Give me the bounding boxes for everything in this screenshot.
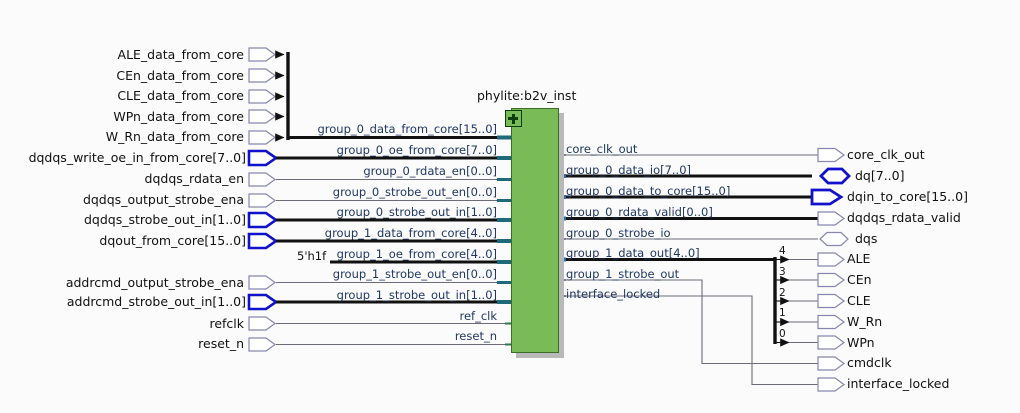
block-input-pin-label: group_1_oe_from_core[4..0]: [336, 247, 497, 261]
bus-tap-index: 2: [779, 287, 786, 299]
input-port-label: dqdqs_strobe_out_in[1..0]: [83, 212, 246, 227]
input-port-label: CEn_data_from_core: [116, 68, 244, 83]
block-input-pin-label: reset_n: [454, 329, 497, 343]
block-phylite-b2v-inst[interactable]: [511, 108, 559, 353]
block-input-pin-label: group_0_strobe_out_in[1..0]: [336, 205, 497, 219]
block-output-pin-label: core_clk_out: [566, 142, 638, 156]
block-input-pin-label: ref_clk: [459, 309, 497, 323]
block-input-pin-label: group_0_oe_from_core[7..0]: [336, 143, 497, 157]
block-output-pin-label: group_0_data_to_core[15..0]: [566, 184, 731, 198]
input-port-label: dqout_from_core[15..0]: [99, 233, 246, 248]
input-port-label: ALE_data_from_core: [117, 47, 244, 62]
block-output-pin-label: group_1_data_out[4..0]: [566, 246, 700, 260]
block-input-pin-label: group_0_strobe_out_en[0..0]: [332, 185, 497, 199]
output-port-label: ALE: [847, 251, 871, 266]
block-output-pin-label: group_0_rdata_valid[0..0]: [566, 205, 713, 219]
output-port-label: core_clk_out: [847, 147, 925, 162]
block-title: phylite:b2v_inst: [477, 88, 577, 103]
output-port-label: dqin_to_core[15..0]: [847, 189, 968, 204]
block-input-pin-label: group_1_strobe_out_en[0..0]: [332, 267, 497, 281]
block-output-pin-label: group_0_strobe_io: [566, 226, 671, 240]
output-port-glyphs: [810, 147, 851, 392]
block-input-pin-label: group_0_rdata_en[0..0]: [363, 164, 497, 178]
output-port-label: CEn: [847, 272, 872, 287]
input-port-glyphs: [247, 47, 279, 352]
output-port-label: dqs: [855, 231, 878, 246]
output-port-label: cmdclk: [847, 355, 892, 370]
input-port-label: refclk: [209, 316, 244, 331]
bus-tap-index: 1: [779, 307, 786, 319]
bus-tap-index: 0: [779, 328, 786, 340]
output-port-label: CLE: [847, 293, 871, 308]
input-port-label: dqdqs_output_strobe_ena: [82, 192, 244, 207]
bus-tap-index: 4: [779, 245, 786, 257]
output-port-label: interface_locked: [847, 376, 950, 391]
input-port-label: reset_n: [198, 336, 244, 351]
block-input-pin-label: group_1_strobe_out_in[1..0]: [336, 288, 497, 302]
output-port-label: dqdqs_rdata_valid: [847, 210, 961, 225]
block-input-pin-label: group_1_data_from_core[4..0]: [324, 226, 497, 240]
input-port-label: dqdqs_write_oe_in_from_core[7..0]: [28, 150, 246, 165]
bus-tap-index: 3: [779, 266, 786, 278]
block-input-pin-label: group_0_data_from_core[15..0]: [317, 122, 497, 136]
input-port-label: addrcmd_output_strobe_ena: [65, 275, 244, 290]
block-output-pin-label: interface_locked: [566, 287, 661, 301]
output-port-label: WPn: [847, 335, 875, 350]
input-port-label: addrcmd_strobe_out_in[1..0]: [66, 294, 246, 309]
constant-label: 5'h1f: [297, 249, 327, 263]
block-output-pin-label: group_1_strobe_out: [566, 267, 680, 281]
output-port-label: W_Rn: [847, 314, 883, 329]
input-port-label: W_Rn_data_from_core: [105, 129, 244, 144]
output-port-label: dq[7..0]: [855, 168, 905, 183]
block-output-pin-label: group_0_data_io[7..0]: [566, 163, 692, 177]
input-port-label: dqdqs_rdata_en: [144, 171, 244, 186]
block-expand-plus-icon[interactable]: [505, 110, 522, 127]
input-port-label: WPn_data_from_core: [113, 109, 244, 124]
input-port-label: CLE_data_from_core: [117, 88, 244, 103]
